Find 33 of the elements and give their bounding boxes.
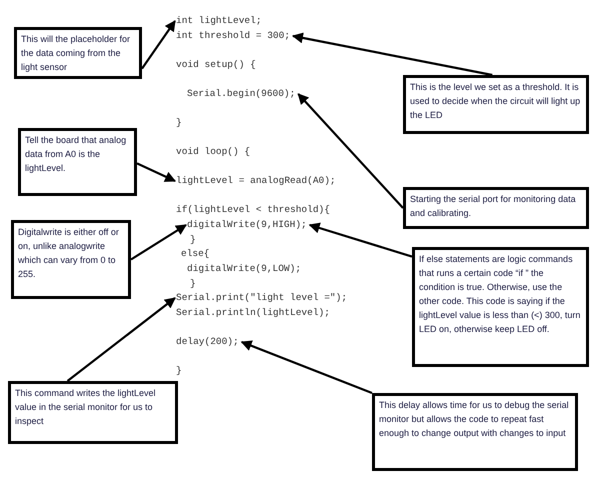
code-line: if(lightLevel < threshold){: [176, 204, 330, 216]
arrow: [308, 222, 412, 258]
code-line: lightLevel = analogRead(A0);: [176, 175, 336, 187]
callout-box: This is the level we set as a threshold. It is used to decide when the circuit will light up the LED: [403, 75, 589, 134]
code-line: Serial.begin(9600);: [187, 88, 296, 100]
callout-box: This will the placeholder for the data coming from the light sensor: [14, 27, 142, 79]
callout-box: If else statements are logic commands that runs a certain code “if ” the condition is true. Otherwise, use the other code. This code is saying if the lightLevel value is less than (<) 300, turn LED on, otherwise keep LED off.: [412, 247, 589, 367]
code-line: }: [190, 278, 196, 290]
callout-box: This command writes the lightLevel value in the serial monitor for us to inspect: [8, 381, 178, 444]
code-line: }: [176, 117, 182, 129]
code-line: void loop() {: [176, 146, 250, 158]
code-line: }: [176, 365, 182, 377]
arrow: [141, 20, 176, 70]
code-line: Serial.print("light level =");: [176, 292, 348, 304]
arrow: [292, 32, 492, 76]
code-line: }: [190, 234, 196, 246]
arrow: [66, 297, 176, 382]
callout-box: This delay allows time for us to debug the serial monitor but allows the code to repeat fast enough to change output with changes to input: [372, 393, 578, 471]
code-line: else{: [181, 248, 210, 260]
code-line: int threshold = 300;: [176, 30, 290, 42]
arrow: [130, 224, 187, 260]
arrow: [298, 93, 404, 209]
code-line: digitalWrite(9,HIGH);: [187, 219, 307, 231]
code-line: delay(200);: [176, 336, 239, 348]
code-line: int lightLevel;: [176, 15, 262, 27]
code-line: digitalWrite(9,LOW);: [187, 263, 302, 275]
arrow: [240, 340, 372, 394]
arrow: [136, 162, 176, 182]
callout-box: Starting the serial port for monitoring data and calibrating.: [403, 187, 589, 229]
code-line: Serial.println(lightLevel);: [176, 307, 330, 319]
callout-box: Tell the board that analog data from A0 is the lightLevel.: [18, 128, 137, 196]
code-line: void setup() {: [176, 59, 256, 71]
callout-box: Digitalwrite is either off or on, unlike analogwrite which can vary from 0 to 255.: [11, 220, 131, 299]
